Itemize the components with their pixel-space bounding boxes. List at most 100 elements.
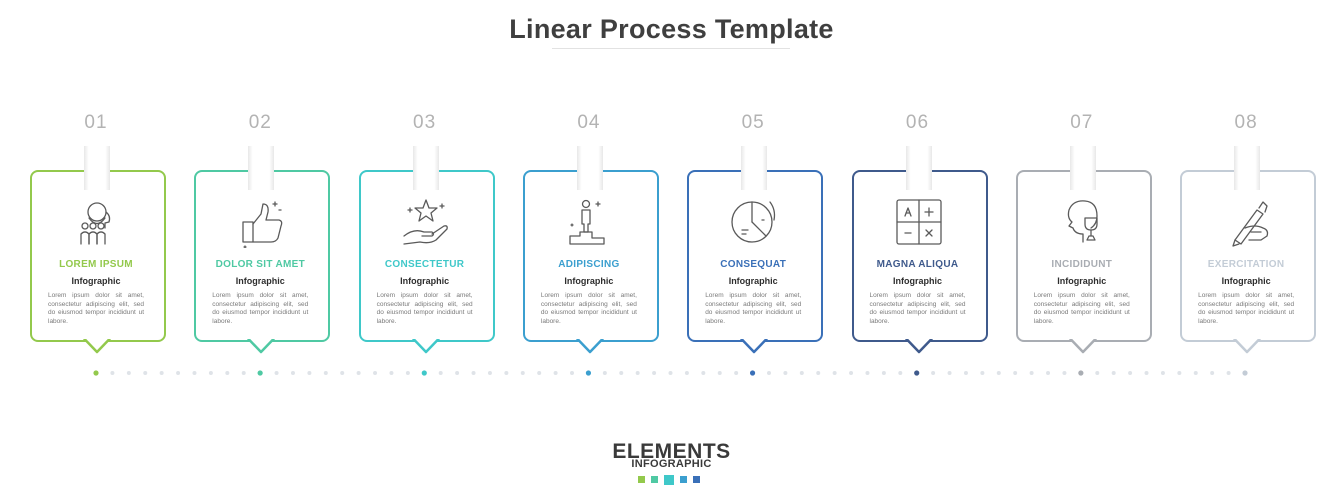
timeline-dot	[849, 371, 854, 375]
timeline-dot	[585, 370, 592, 376]
group-people-icon	[80, 202, 111, 245]
timeline-dot	[241, 371, 246, 375]
timeline-dot	[405, 371, 410, 375]
title-underline	[552, 48, 790, 49]
process-step-1: 01 LOREM IPSUM Infographic Lorem ipsum d…	[30, 112, 194, 362]
timeline-dot	[749, 370, 756, 376]
step-description: Lorem ipsum dolor sit amet, consectetur …	[540, 292, 637, 325]
step-card	[194, 170, 331, 342]
card-tab	[1069, 146, 1096, 190]
timeline-dot	[865, 371, 870, 375]
timeline-dot	[1078, 370, 1084, 376]
timeline-dot	[1210, 371, 1215, 375]
timeline-dot	[471, 371, 476, 375]
hand-pen-icon	[1232, 201, 1269, 247]
step-description: Lorem ipsum dolor sit amet, consectetur …	[869, 292, 966, 325]
timeline-dot	[766, 371, 771, 375]
timeline-dot	[1013, 371, 1018, 375]
timeline-dot	[208, 371, 213, 375]
card-tab	[248, 146, 275, 190]
timeline-dot	[274, 371, 279, 375]
timeline-dot	[438, 371, 443, 375]
timeline-dot	[1242, 370, 1248, 376]
timeline-dot	[1062, 371, 1067, 375]
timeline-dot	[832, 371, 837, 375]
step-card	[851, 170, 988, 342]
timeline-dot	[931, 371, 936, 375]
thumbs-up-icon	[242, 201, 283, 248]
step-card	[522, 170, 659, 342]
page-title: Linear Process Template	[509, 14, 834, 44]
timeline-dot	[1111, 371, 1116, 375]
timeline-dot	[356, 371, 361, 375]
timeline-dot	[668, 371, 673, 375]
step-number: 04	[577, 112, 601, 133]
step-number: 07	[1070, 112, 1094, 133]
step-number: 03	[413, 112, 437, 133]
timeline-dot	[225, 371, 230, 375]
timeline-dot	[1160, 371, 1165, 375]
timeline-dot	[1029, 371, 1034, 375]
timeline-dot	[914, 370, 920, 376]
timeline-dot	[652, 371, 657, 375]
timeline-dot	[996, 371, 1001, 375]
timeline-dot	[290, 371, 295, 375]
process-step-2: 02 DOLOR SIT AMET Infographic Lorem ipsu…	[194, 112, 358, 362]
step-subtitle: Infographic	[564, 276, 614, 286]
timeline-dot	[799, 371, 804, 375]
process-step-5: 05 CONSEQUAT Infographic Lorem ipsum dol…	[687, 112, 851, 362]
timeline-dot	[323, 371, 328, 375]
step-subtitle: Infographic	[728, 276, 778, 286]
timeline-dot	[126, 371, 131, 375]
timeline-dot	[373, 371, 378, 375]
brand-square	[664, 475, 674, 485]
timeline-dot	[143, 371, 148, 375]
timeline-dot	[1128, 371, 1133, 375]
timeline-dot	[1144, 371, 1149, 375]
timeline-dot	[734, 371, 739, 375]
timeline-dot	[421, 370, 427, 376]
card-tab	[576, 146, 603, 190]
step-number: 05	[741, 112, 765, 133]
step-title: INCIDIDUNT	[1051, 259, 1113, 270]
process-step-6: 06 MAGNA ALIQUA Infographic Lorem ipsum …	[851, 112, 1016, 362]
timeline-dot	[340, 371, 345, 375]
step-subtitle: Infographic	[893, 276, 942, 286]
brand-square	[638, 476, 645, 483]
podium-icon	[569, 199, 605, 245]
card-tab	[1234, 146, 1261, 190]
timeline-dot	[816, 371, 821, 375]
timeline-dot	[192, 371, 197, 375]
timeline-dot	[602, 371, 607, 375]
timeline-dot	[159, 371, 164, 375]
timeline-dot	[717, 371, 722, 375]
timeline-dot	[947, 371, 952, 375]
timeline-dot	[93, 370, 99, 376]
card-tab	[905, 146, 932, 190]
brand-logo-title: ELEMENTS	[612, 440, 731, 463]
timeline-dot	[389, 371, 394, 375]
process-step-3: 03 CONSECTETUR Infographic Lorem ipsum d…	[358, 112, 523, 362]
puzzle-icon	[895, 199, 942, 245]
step-number: 08	[1234, 112, 1258, 133]
timeline-dot	[110, 371, 115, 375]
step-card	[30, 170, 166, 342]
timeline-dot	[257, 370, 263, 376]
timeline-dot	[1095, 371, 1100, 375]
timeline-dot	[176, 371, 181, 375]
step-description: Lorem ipsum dolor sit amet, consectetur …	[212, 292, 309, 325]
step-title: ADIPISCING	[558, 259, 620, 270]
timeline-dot	[455, 371, 460, 375]
timeline-dot	[980, 371, 985, 375]
timeline-dot	[783, 371, 788, 375]
timeline-dot	[1193, 371, 1198, 375]
timeline-dot	[635, 371, 640, 375]
step-number: 02	[248, 112, 272, 133]
step-title: EXERCITATION	[1207, 259, 1285, 270]
timeline-dot	[307, 371, 312, 375]
card-tab	[741, 146, 768, 190]
process-step-4: 04 ADIPISCING Infographic Lorem ipsum do…	[522, 112, 687, 362]
step-subtitle: Infographic	[1057, 276, 1107, 286]
step-description: Lorem ipsum dolor sit amet, consectetur …	[705, 292, 802, 325]
step-title: MAGNA ALIQUA	[876, 259, 959, 270]
